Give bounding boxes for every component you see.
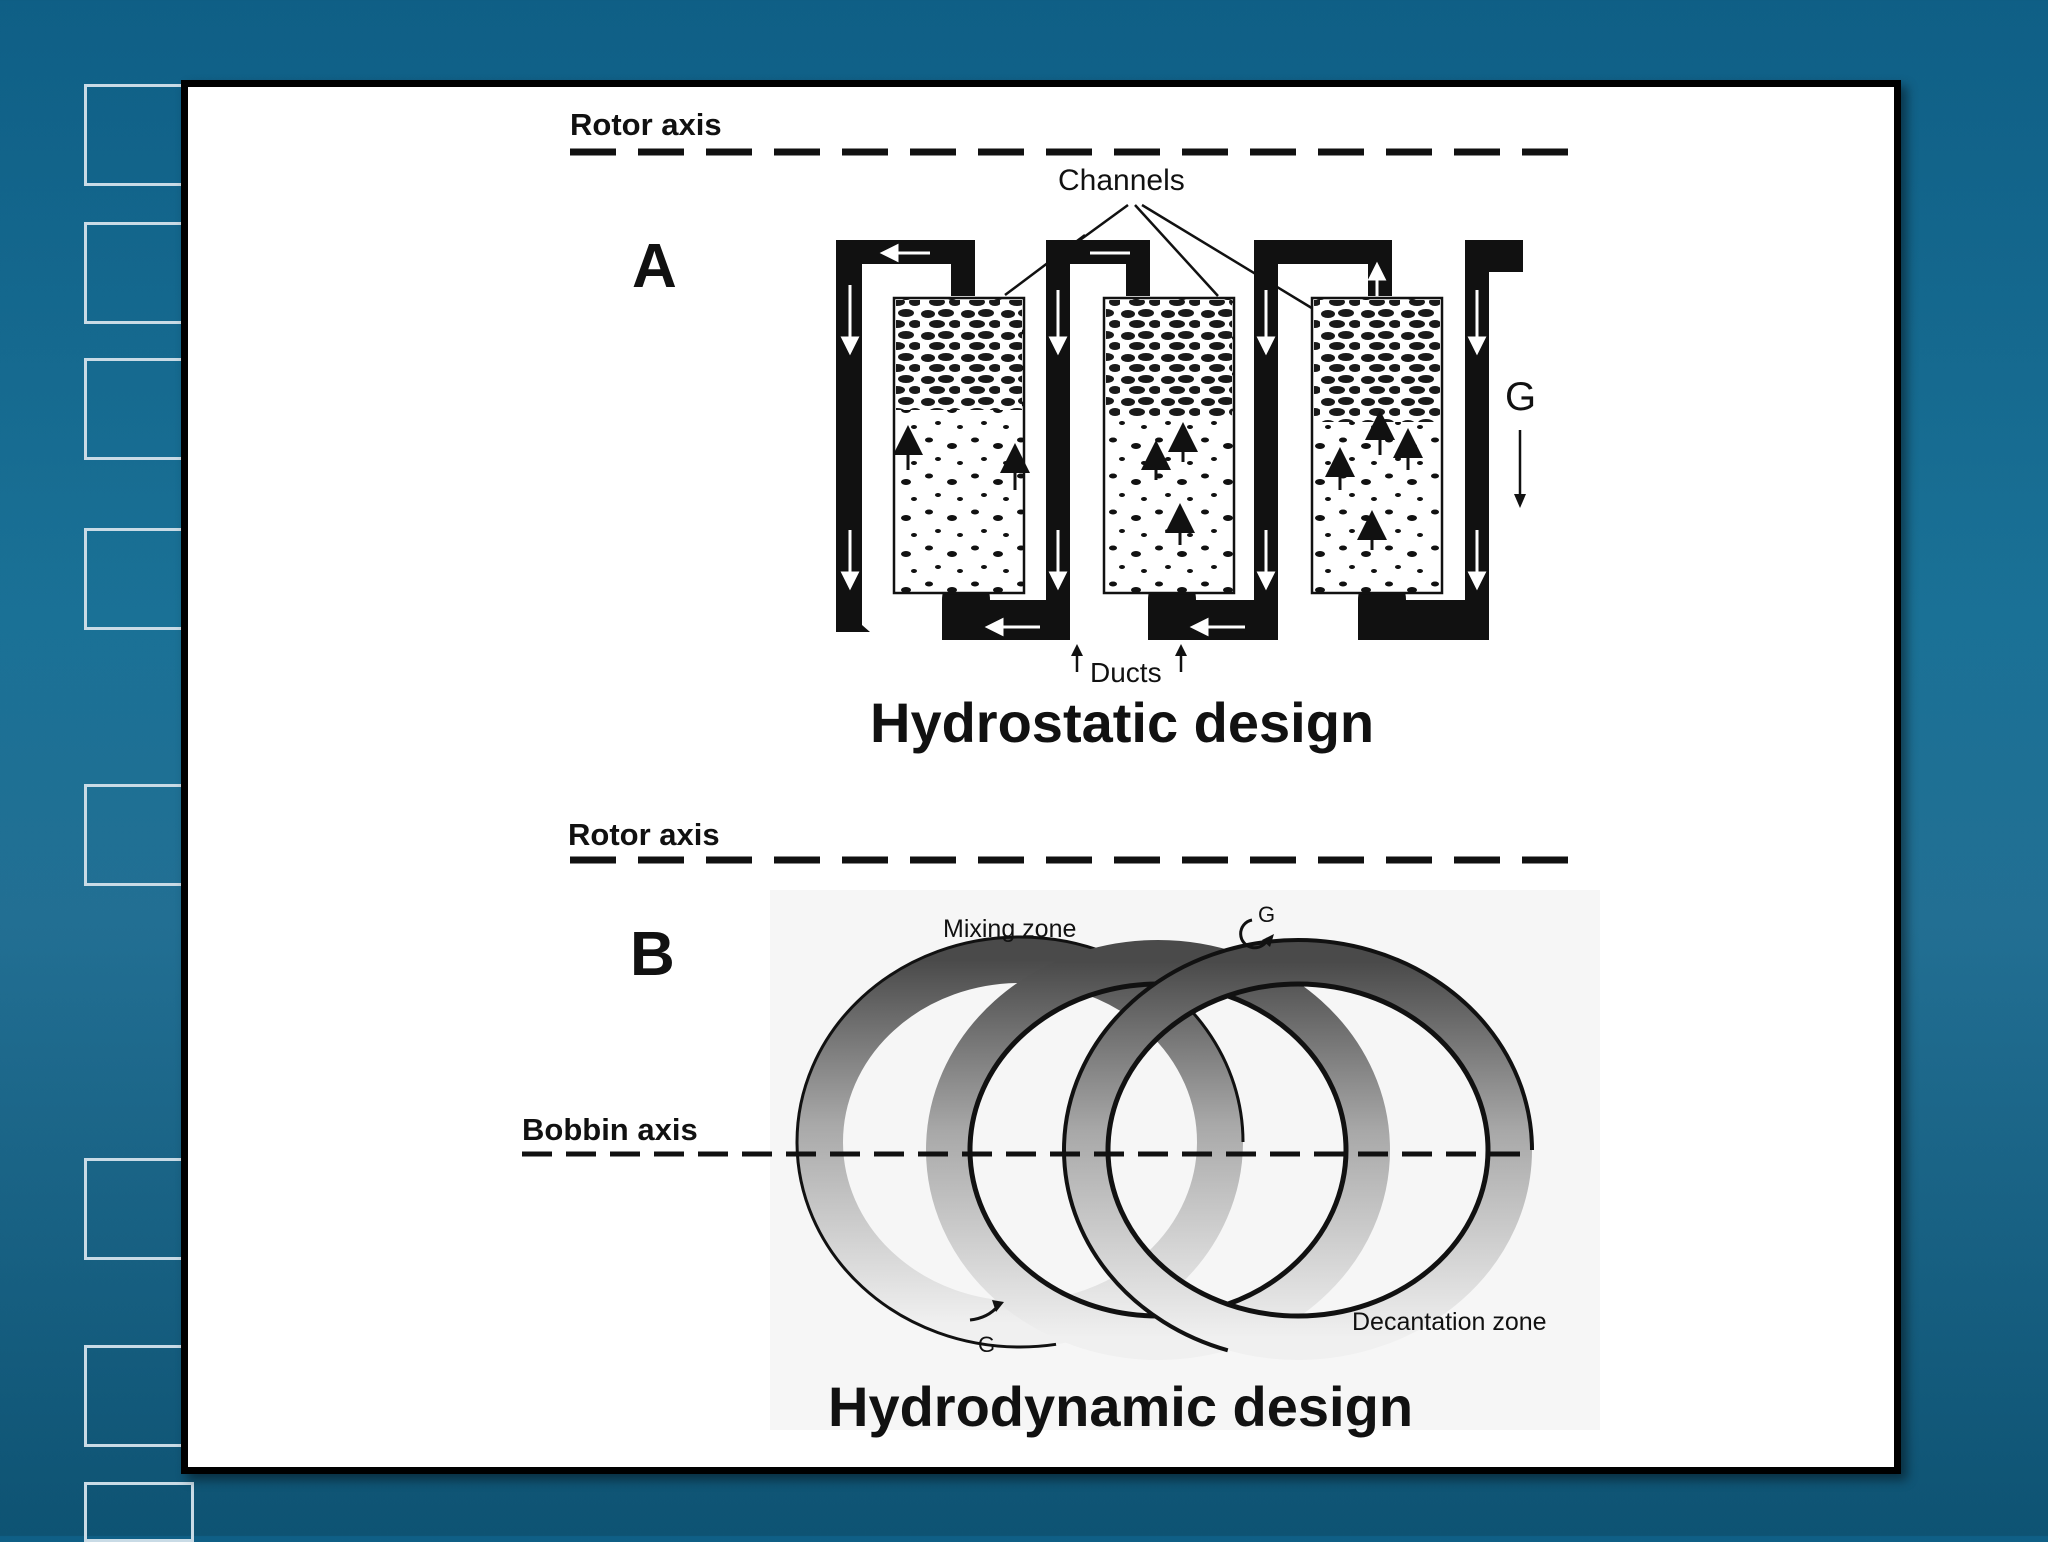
rotation-arrow-bottom-icon <box>969 1300 1004 1322</box>
chambers <box>892 296 1444 595</box>
rotor-axis-label-b: Rotor axis <box>568 817 720 852</box>
panel-b-letter: B <box>630 920 675 989</box>
ducts-label: Ducts <box>1090 657 1162 688</box>
decantation-zone-label: Decantation zone <box>1352 1308 1547 1336</box>
channels-label: Channels <box>1058 164 1185 197</box>
bobbin-axis-label: Bobbin axis <box>522 1112 698 1147</box>
gravity-label-a: G <box>1505 375 1536 419</box>
helix-coils <box>795 935 1534 1362</box>
gravity-arrow-a-icon <box>1514 430 1526 508</box>
rotation-arrow-top-icon <box>1239 918 1274 950</box>
panel-a: Rotor axis A Channels <box>570 107 1575 754</box>
mixing-zone-label: Mixing zone <box>943 915 1076 943</box>
panel-b: Rotor axis B Mixing zone G Bobbin axis G… <box>522 817 1600 1438</box>
flow-arrows <box>840 243 1487 637</box>
rotor-axis-label-a: Rotor axis <box>570 107 722 142</box>
gravity-label-b-bottom: G <box>978 1332 995 1357</box>
up-arrows <box>893 410 1423 550</box>
ducts-arrows <box>1071 644 1187 672</box>
hydrostatic-title: Hydrostatic design <box>870 691 1374 754</box>
gravity-label-b-top: G <box>1258 902 1275 927</box>
panel-a-letter: A <box>632 232 677 301</box>
hydrodynamic-title: Hydrodynamic design <box>828 1375 1413 1438</box>
